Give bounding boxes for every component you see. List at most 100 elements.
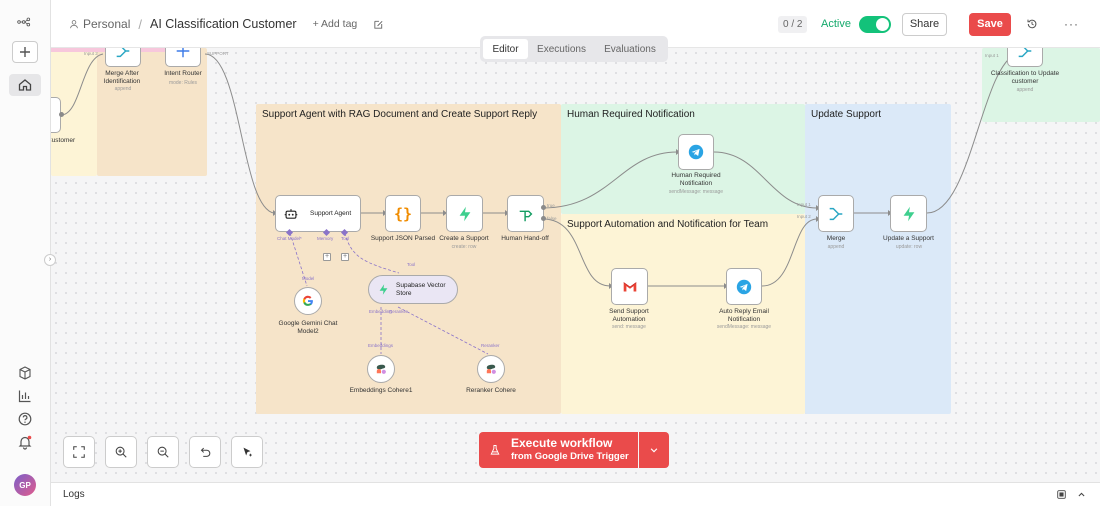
embeddings-tag: Embeddings bbox=[368, 343, 394, 348]
add-tool-button[interactable]: + bbox=[341, 253, 349, 261]
human-notify-node[interactable] bbox=[678, 134, 714, 170]
add-memory-button[interactable]: + bbox=[323, 253, 331, 261]
human-handoff-node[interactable] bbox=[507, 195, 544, 232]
update-support-node[interactable] bbox=[890, 195, 927, 232]
embeddings-cohere-node[interactable] bbox=[367, 355, 395, 383]
supabase-icon bbox=[903, 206, 914, 221]
project-link[interactable]: Personal bbox=[83, 17, 131, 31]
customer-out-port[interactable] bbox=[59, 112, 64, 117]
chevron-up-icon[interactable] bbox=[1077, 490, 1086, 499]
version-counter: 0 / 2 bbox=[778, 15, 808, 33]
create-support-node[interactable] bbox=[446, 195, 483, 232]
cohere-icon bbox=[486, 364, 496, 374]
google-icon bbox=[302, 295, 313, 306]
gemini-node[interactable] bbox=[294, 287, 322, 315]
classification-label: Classification to Update customer bbox=[990, 70, 1060, 85]
merge-node[interactable] bbox=[818, 195, 854, 232]
gemini-label: Google Gemini Chat Model2 bbox=[278, 320, 338, 335]
home-icon[interactable] bbox=[9, 74, 41, 96]
execute-options-button[interactable] bbox=[639, 432, 669, 468]
undo-icon bbox=[200, 447, 211, 457]
sticky-support-agent-title: Support Agent with RAG Document and Crea… bbox=[262, 109, 538, 120]
handoff-false-port[interactable] bbox=[541, 216, 546, 221]
active-toggle[interactable] bbox=[858, 15, 891, 33]
zoom-out-icon bbox=[157, 446, 169, 458]
memory-tag: Memory bbox=[317, 236, 334, 241]
tidy-up-button[interactable] bbox=[231, 436, 263, 468]
zoom-out-button[interactable] bbox=[147, 436, 179, 468]
handoff-true-port[interactable] bbox=[541, 205, 546, 210]
telegram-icon bbox=[688, 144, 704, 160]
insights-icon[interactable] bbox=[10, 385, 40, 407]
supabase-vector-store-node[interactable]: Supabase Vector Store bbox=[368, 275, 458, 304]
sticky-support-automation[interactable]: Support Automation and Notification for … bbox=[561, 214, 805, 414]
workflow-name[interactable]: AI Classification Customer bbox=[150, 17, 297, 31]
create-support-sub: create: row bbox=[451, 244, 477, 250]
intent-router-node[interactable] bbox=[165, 48, 201, 67]
if-branch-icon bbox=[519, 210, 532, 221]
merge-input2-tag: Input 2 bbox=[797, 214, 811, 219]
tool-tag: Tool bbox=[341, 236, 350, 241]
avatar[interactable]: GP bbox=[14, 474, 36, 496]
user-icon bbox=[70, 20, 78, 29]
n8n-logo-icon[interactable] bbox=[10, 11, 40, 33]
human-notify-sub: sendMessage: message bbox=[668, 189, 724, 195]
support-json-parsed-node[interactable]: {} bbox=[385, 195, 421, 232]
share-button[interactable]: Share bbox=[902, 12, 947, 36]
expand-sidebar-icon[interactable]: › bbox=[44, 254, 56, 266]
handoff-false-tag: false bbox=[547, 216, 557, 221]
merge-after-input-tag: Input 2 bbox=[84, 51, 98, 56]
view-tabs: Editor Executions Evaluations bbox=[480, 36, 668, 62]
embeddings-cohere-label: Embeddings Cohere1 bbox=[349, 387, 413, 394]
sticky-update-support[interactable]: Update Support bbox=[805, 104, 951, 414]
classification-input-tag: Input 1 bbox=[985, 53, 999, 58]
history-icon[interactable] bbox=[1026, 18, 1038, 30]
vector-embedding-tag: Embedding bbox=[369, 309, 392, 314]
fit-view-button[interactable] bbox=[63, 436, 95, 468]
notifications-icon[interactable] bbox=[10, 431, 40, 453]
classification-sub: append bbox=[1016, 87, 1034, 93]
zoom-in-button[interactable] bbox=[105, 436, 137, 468]
breadcrumb-separator: / bbox=[138, 16, 142, 32]
reranker-cohere-label: Reranker Cohere bbox=[466, 387, 516, 394]
logs-bar[interactable]: Logs bbox=[51, 482, 1100, 506]
reranker-tag: Reranker bbox=[481, 343, 500, 348]
execute-workflow-button[interactable]: Execute workflow from Google Drive Trigg… bbox=[479, 432, 638, 468]
sticky-support-agent[interactable]: Support Agent with RAG Document and Crea… bbox=[256, 104, 561, 414]
auto-reply-sub: sendMessage: message bbox=[716, 324, 772, 330]
chevron-down-icon bbox=[650, 448, 658, 453]
merge-sub: append bbox=[827, 244, 845, 250]
add-tag-button[interactable]: + Add tag bbox=[312, 18, 358, 30]
classification-node[interactable] bbox=[1007, 48, 1043, 67]
tab-editor[interactable]: Editor bbox=[483, 39, 528, 59]
templates-icon[interactable] bbox=[10, 362, 40, 384]
tab-evaluations[interactable]: Evaluations bbox=[604, 43, 656, 55]
sticky-update-support-title: Update Support bbox=[811, 109, 882, 120]
workflow-canvas[interactable]: Support Agent with RAG Document and Crea… bbox=[51, 48, 1100, 482]
support-agent-node[interactable]: Support Agent bbox=[275, 195, 361, 232]
fit-view-icon bbox=[73, 446, 85, 458]
sticky-human-required-title: Human Required Notification bbox=[567, 109, 695, 120]
supabase-icon bbox=[459, 206, 470, 221]
active-label: Active bbox=[821, 18, 851, 30]
sticky-left-orange[interactable] bbox=[97, 48, 207, 176]
gmail-icon bbox=[622, 281, 637, 291]
more-options-icon[interactable]: ··· bbox=[1064, 17, 1079, 31]
merge-label: Merge bbox=[826, 235, 846, 242]
supabase-icon bbox=[379, 284, 388, 295]
create-button[interactable] bbox=[12, 41, 38, 63]
auto-reply-node[interactable] bbox=[726, 268, 762, 305]
support-json-parsed-label: Support JSON Parsed bbox=[370, 235, 436, 242]
sticky-support-automation-title: Support Automation and Notification for … bbox=[567, 219, 769, 230]
vector-store-label: Supabase Vector Store bbox=[396, 281, 446, 297]
send-support-automation-node[interactable] bbox=[611, 268, 648, 305]
help-icon[interactable] bbox=[10, 408, 40, 430]
reranker-cohere-node[interactable] bbox=[477, 355, 505, 383]
merge-after-node-label: Merge After Identification bbox=[103, 70, 141, 85]
merge-after-node[interactable] bbox=[105, 48, 141, 67]
undo-button[interactable] bbox=[189, 436, 221, 468]
pop-out-icon[interactable] bbox=[1056, 489, 1067, 500]
edit-description-icon[interactable] bbox=[373, 19, 384, 30]
save-button[interactable]: Save bbox=[969, 12, 1011, 36]
tab-executions[interactable]: Executions bbox=[537, 43, 586, 55]
